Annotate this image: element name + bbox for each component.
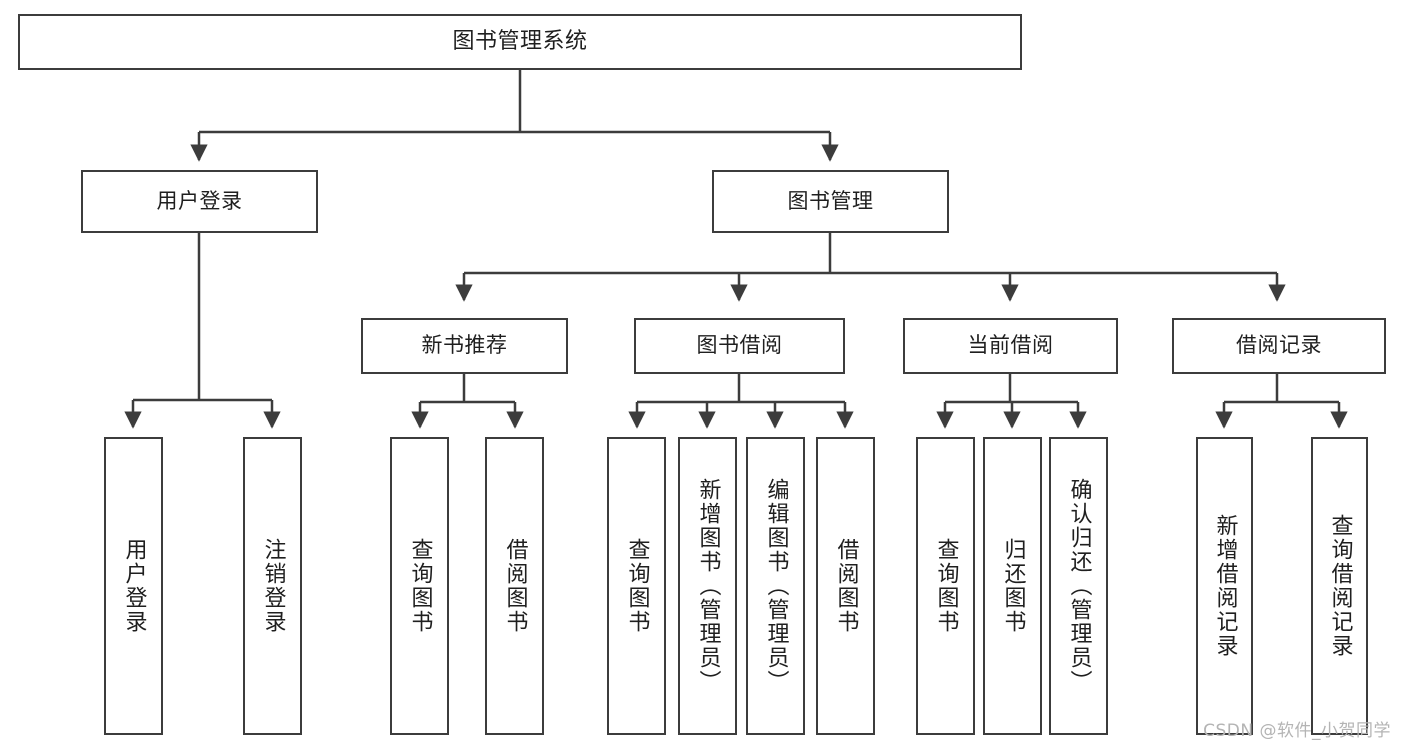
leaf-book-borrow-edit-book-admin[interactable]: 编辑图书（管理员） — [746, 437, 805, 735]
node-label: 编辑图书（管理员） — [763, 478, 789, 694]
leaf-current-borrow-return-book[interactable]: 归还图书 — [983, 437, 1042, 735]
node-label: 查询图书 — [933, 538, 959, 634]
leaf-book-borrow-borrow-book[interactable]: 借阅图书 — [816, 437, 875, 735]
node-label: 借阅图书 — [833, 538, 859, 634]
node-borrow-record[interactable]: 借阅记录 — [1172, 318, 1386, 374]
node-label: 图书管理 — [787, 188, 874, 213]
node-label: 新增图书（管理员） — [695, 478, 721, 694]
leaf-current-borrow-query-book[interactable]: 查询图书 — [916, 437, 975, 735]
leaf-current-borrow-confirm-return-admin[interactable]: 确认归还（管理员） — [1049, 437, 1108, 735]
node-label: 查询图书 — [407, 538, 433, 634]
node-label: 当前借阅 — [967, 333, 1054, 358]
node-label: 图书借阅 — [696, 333, 783, 358]
node-book-borrow[interactable]: 图书借阅 — [634, 318, 845, 374]
node-label: 借阅记录 — [1236, 333, 1322, 358]
watermark-text: CSDN @软件_小贺同学 — [1203, 721, 1391, 741]
node-root-system[interactable]: 图书管理系统 — [18, 14, 1022, 70]
node-label: 确认归还（管理员） — [1066, 478, 1092, 694]
leaf-book-borrow-query-book[interactable]: 查询图书 — [607, 437, 666, 735]
node-new-book-recommend[interactable]: 新书推荐 — [361, 318, 568, 374]
leaf-new-book-borrow-book[interactable]: 借阅图书 — [485, 437, 544, 735]
node-label: 新书推荐 — [421, 333, 508, 358]
node-label: 查询借阅记录 — [1327, 514, 1353, 658]
node-label: 查询图书 — [624, 538, 650, 634]
node-label: 注销登录 — [260, 538, 286, 634]
leaf-user-login-login[interactable]: 用户登录 — [104, 437, 163, 735]
node-label: 图书管理系统 — [452, 28, 588, 54]
leaf-borrow-record-query-record[interactable]: 查询借阅记录 — [1311, 437, 1368, 735]
node-user-login[interactable]: 用户登录 — [81, 170, 318, 233]
node-current-borrow[interactable]: 当前借阅 — [903, 318, 1118, 374]
node-book-management[interactable]: 图书管理 — [712, 170, 949, 233]
leaf-borrow-record-add-record[interactable]: 新增借阅记录 — [1196, 437, 1253, 735]
leaf-user-login-logout[interactable]: 注销登录 — [243, 437, 302, 735]
node-label: 用户登录 — [121, 538, 147, 634]
node-label: 借阅图书 — [502, 538, 528, 634]
node-label: 用户登录 — [156, 188, 243, 213]
node-label: 归还图书 — [1000, 538, 1026, 634]
leaf-book-borrow-add-book-admin[interactable]: 新增图书（管理员） — [678, 437, 737, 735]
leaf-new-book-query-book[interactable]: 查询图书 — [390, 437, 449, 735]
node-label: 新增借阅记录 — [1212, 514, 1238, 658]
